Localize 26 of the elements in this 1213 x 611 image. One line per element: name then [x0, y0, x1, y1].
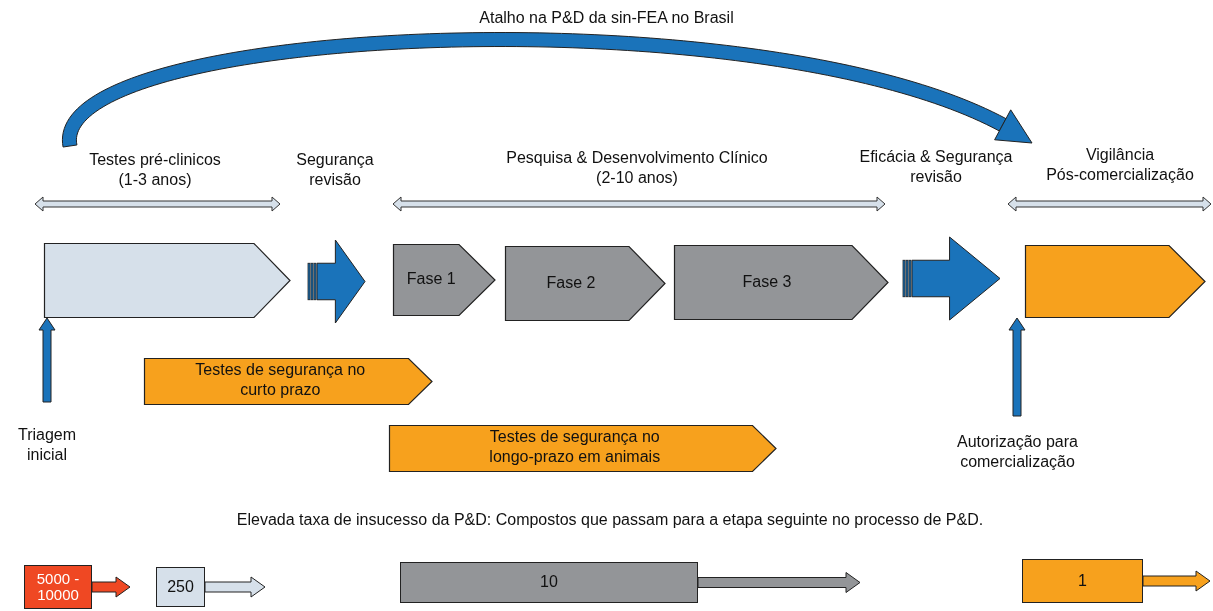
stage-pentagon — [1025, 245, 1205, 318]
phase-heading: Pesquisa & Desenvolvimento Clínico (2-10 anos) — [505, 148, 769, 188]
stage-pentagon: Fase 2 — [505, 246, 665, 321]
arrow — [204, 576, 266, 598]
note-text: Elevada taxa de insucesso da P&D: Compostos que passam para a etapa seguinte no processo de P&D. — [235, 510, 985, 530]
stage-heading: Segurança revisão — [295, 150, 375, 190]
arrow — [1142, 570, 1211, 592]
arrow — [38, 317, 56, 403]
stage-pentagon: Fase 3 — [674, 245, 888, 320]
count-box: 5000 - 10000 — [24, 565, 92, 609]
stage-pentagon: Testes de segurança no longo-prazo em animais — [389, 425, 776, 472]
stage-pentagon — [44, 243, 290, 318]
text-label: Autorização para comercialização — [935, 430, 1100, 474]
stage-pentagon: Testes de segurança no curto prazo — [144, 358, 432, 405]
count-box: 250 — [156, 567, 205, 607]
stage-heading: Eficácia & Segurança revisão — [858, 147, 1014, 187]
arrow — [697, 572, 861, 593]
stage-pentagon: Fase 1 — [393, 244, 495, 316]
text-label: Vigilância Pós-comercialização — [1040, 143, 1200, 187]
count-box: 10 — [400, 562, 698, 603]
arrow — [91, 576, 131, 598]
text-label: Triagem inicial — [4, 424, 90, 466]
count-box: 1 — [1022, 559, 1143, 603]
arrow — [61, 32, 1033, 148]
arrow — [1008, 317, 1026, 417]
text-label: Testes pré-clinicos (1-3 anos) — [80, 146, 230, 194]
